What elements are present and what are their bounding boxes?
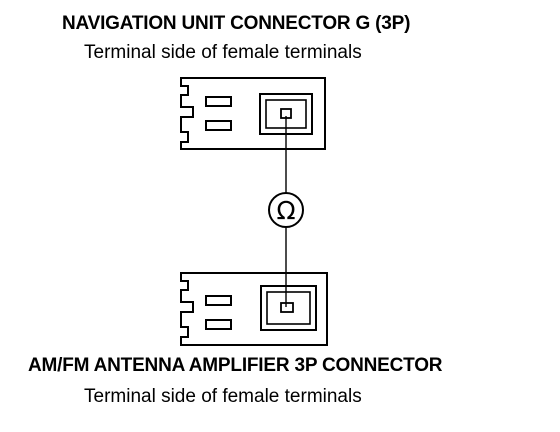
terminal-outer-square	[260, 285, 317, 331]
terminal-pin	[280, 302, 294, 313]
connector-housing	[180, 77, 326, 150]
terminal-slot	[205, 319, 232, 330]
bottom-connector-subtitle: Terminal side of female terminals	[84, 386, 362, 407]
terminal-slot	[205, 295, 232, 306]
terminal-slot	[205, 120, 232, 131]
bottom-connector-title: AM/FM ANTENNA AMPLIFIER 3P CONNECTOR	[28, 355, 443, 376]
navigation-unit-connector	[180, 77, 326, 150]
top-connector-title: NAVIGATION UNIT CONNECTOR G (3P)	[62, 13, 411, 34]
terminal-slot	[205, 96, 232, 107]
top-connector-subtitle: Terminal side of female terminals	[84, 42, 362, 63]
connector-housing	[180, 272, 328, 346]
ohm-symbol: Ω	[276, 196, 295, 225]
terminal-inner-square	[266, 291, 311, 325]
ohmmeter-icon: Ω	[268, 192, 304, 228]
antenna-amplifier-connector	[180, 272, 328, 346]
